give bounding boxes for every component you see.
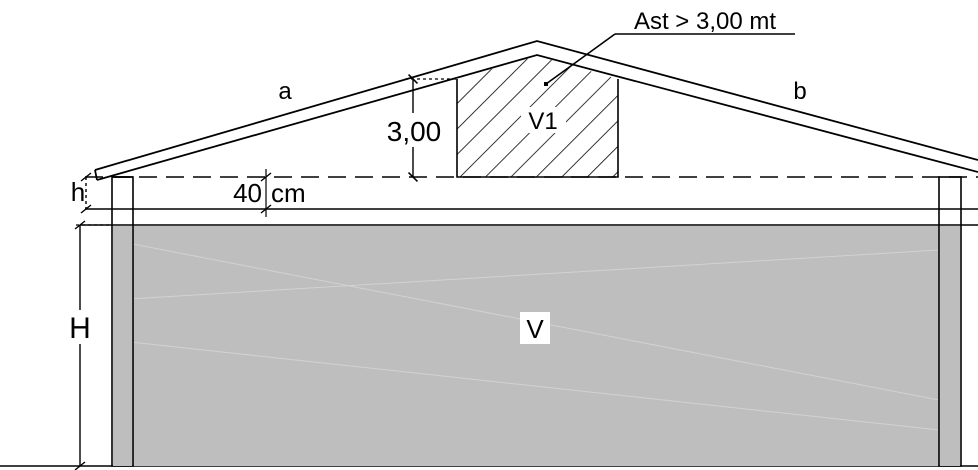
dim-h-tick-top [80,172,92,182]
attic-label-bg [521,107,566,133]
dim-40-tick-bottom [260,204,272,214]
wall-right-fill [940,226,960,466]
attic-height-label: 3,00 [387,116,442,147]
faint-line [111,249,940,301]
faint-line [111,339,940,431]
main-volume-label-bg [520,312,550,344]
roof-side-a-label: a [278,78,292,105]
dim-300-label-bg [379,113,451,147]
dim-H-label-bg [64,310,96,344]
wall-left-fill [113,226,132,466]
dim-40-tick-top [260,172,272,182]
roof-inner [96,54,978,181]
roof-side-b-label: b [793,78,806,105]
slab-offset-value-label: 40 [233,178,262,208]
callout-label: Ast > 3,00 mt [634,8,776,35]
main-volume-area [133,226,939,466]
small-height-label: h [71,177,85,207]
dim-H-tick-top [74,220,86,230]
dim-H-tick-bottom [74,461,86,470]
attic-volume-label: V1 [528,108,557,135]
callout-leader [545,33,616,85]
slab-offset-unit-label: cm [271,178,306,208]
callout-leader-dot [544,82,548,86]
attic-volume-border [456,79,619,178]
roof-end-left [94,169,98,181]
main-height-label: H [69,312,91,345]
main-volume-label: V [526,314,544,344]
dim-h-tick-bottom [80,204,92,214]
roof-outer [94,40,978,171]
